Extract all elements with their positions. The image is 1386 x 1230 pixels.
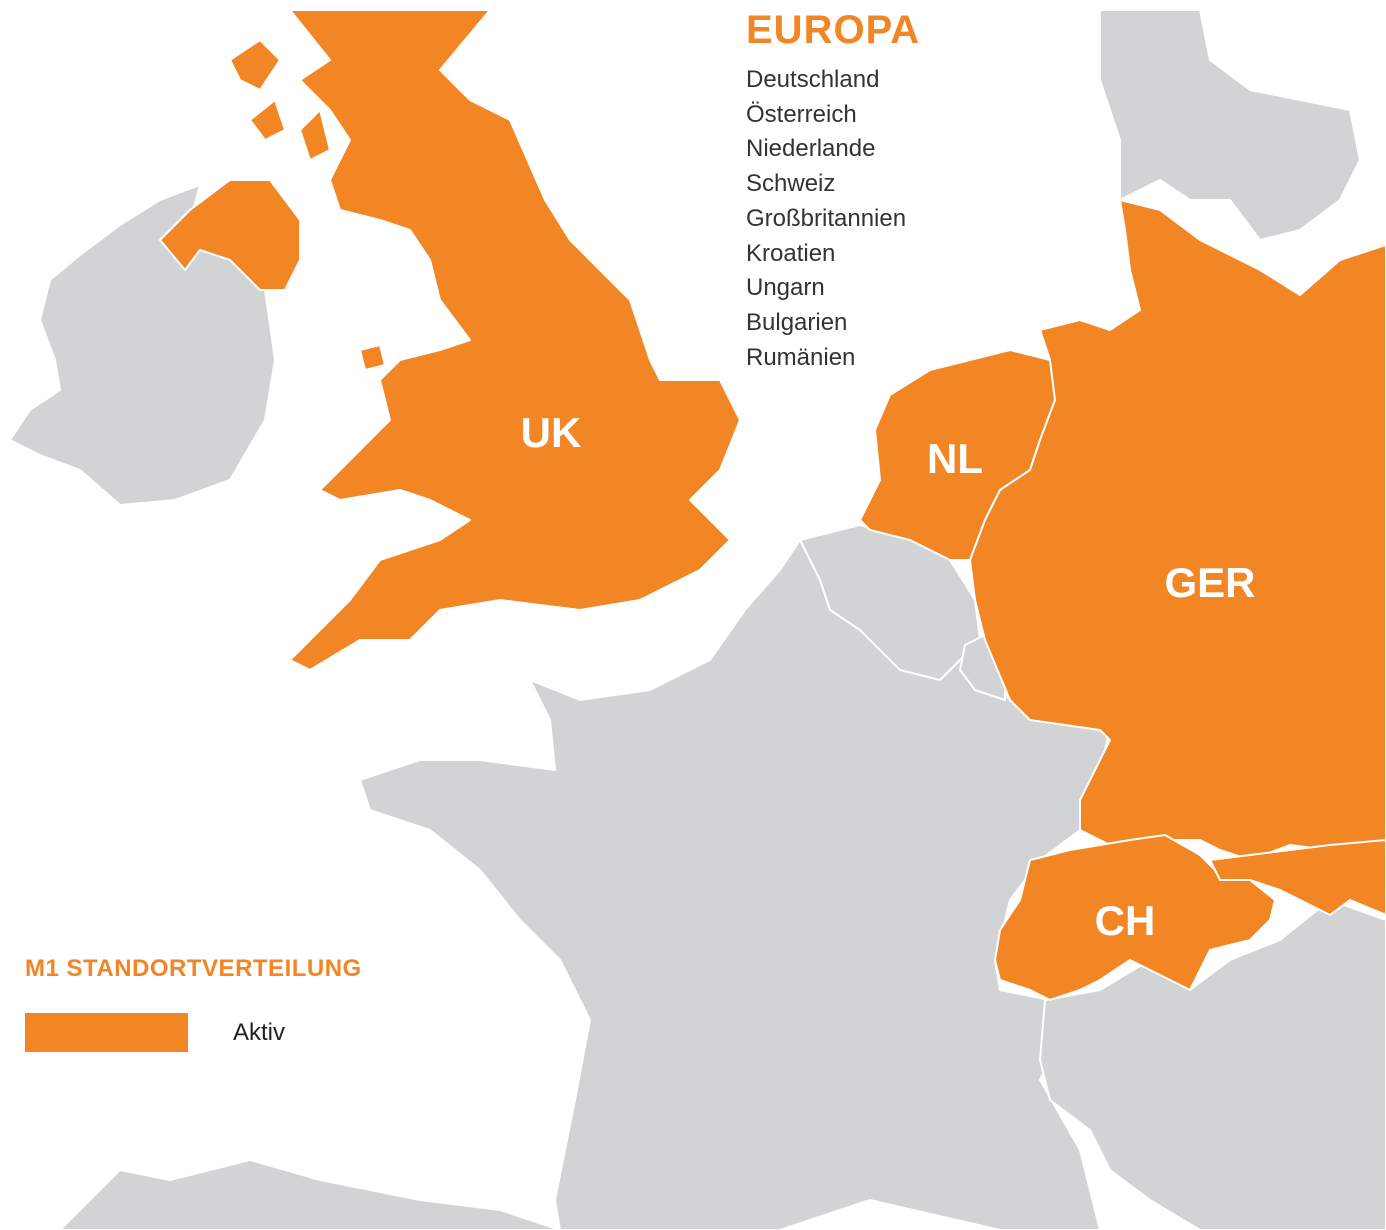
legend-title: M1 STANDORTVERTEILUNG xyxy=(25,955,362,982)
legend-swatch xyxy=(25,1013,188,1052)
region-france-southwest xyxy=(59,1159,561,1230)
country-list-item: Großbritannien xyxy=(746,204,907,232)
legend-item-aktiv: Aktiv xyxy=(25,1013,425,1053)
legend-label: Aktiv xyxy=(233,1019,286,1046)
map-label-nl: NL xyxy=(927,435,983,482)
country-list: Deutschland Österreich Niederlande Schwe… xyxy=(746,63,920,375)
country-list-item: Kroatien xyxy=(746,239,836,267)
region-germany[interactable] xyxy=(969,199,1386,861)
country-list-item: Rumänien xyxy=(746,343,856,371)
region-austria[interactable] xyxy=(1209,839,1386,916)
region-scotland-islands xyxy=(229,39,386,371)
country-list-item: Österreich xyxy=(746,100,857,128)
region-denmark[interactable] xyxy=(1099,9,1361,241)
region-great-britain[interactable] xyxy=(289,9,741,671)
map-label-ch: CH xyxy=(1095,897,1156,944)
map-label-uk: UK xyxy=(521,409,582,456)
panel-title: EUROPA xyxy=(746,8,921,52)
region-info-panel: EUROPA Deutschland Österreich Niederland… xyxy=(746,8,920,375)
country-list-item: Ungarn xyxy=(746,274,825,302)
country-list-item: Deutschland xyxy=(746,66,880,93)
map-legend: M1 STANDORTVERTEILUNG Aktiv xyxy=(25,955,362,1052)
country-list-item: Bulgarien xyxy=(746,308,848,336)
map-label-ger: GER xyxy=(1164,559,1255,606)
region-switzerland[interactable] xyxy=(994,834,1276,1001)
country-list-item: Schweiz xyxy=(746,170,836,198)
country-list-item: Niederlande xyxy=(746,135,876,163)
region-northern-ireland[interactable] xyxy=(159,179,301,291)
